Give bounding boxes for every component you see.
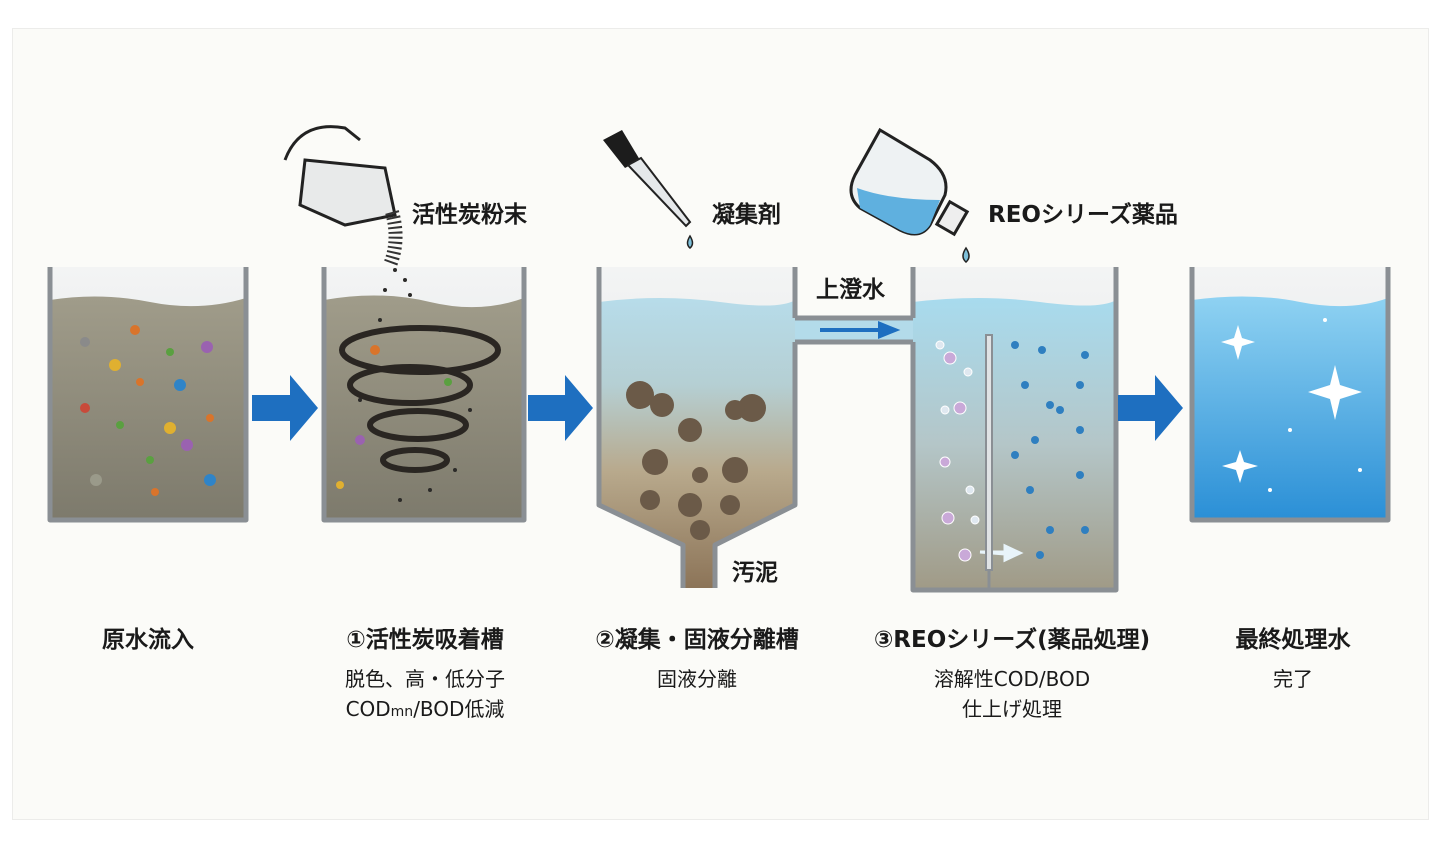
supernatant-pipe: [795, 315, 913, 345]
supernatant-label: 上澄水: [816, 277, 886, 303]
carbon-bag-icon: [283, 125, 403, 268]
reo-treatment-tank: [910, 267, 1119, 593]
final-water-tank: [1189, 267, 1391, 523]
molecule-icons: [935, 340, 980, 562]
stage-desc: 仕上げ処理: [962, 697, 1062, 721]
stage-title: 原水流入: [102, 626, 194, 653]
stage-desc: 完了: [1273, 667, 1313, 691]
stage-activated-carbon: ①活性炭吸着槽 脱色、高・低分子 CODmn/BOD低減: [345, 626, 505, 721]
carbon-powder: [358, 268, 472, 502]
stage-title: ②凝集・固液分離槽: [595, 626, 798, 653]
activated-carbon-label: 活性炭粉末: [412, 202, 528, 228]
dropper-icon: [603, 130, 694, 249]
stage-reo: ③REOシリーズ(薬品処理) 溶解性COD/BOD 仕上げ処理: [874, 626, 1150, 721]
flow-arrow-3: [1118, 375, 1183, 441]
coagulant-label: 凝集剤: [712, 201, 781, 228]
stage-desc: 固液分離: [657, 667, 737, 691]
activated-carbon-tank: [321, 267, 527, 523]
sparkle-icon: [1221, 318, 1362, 492]
stage-title: 最終処理水: [1236, 626, 1352, 653]
sludge-label: 汚泥: [732, 560, 778, 586]
vortex-icon: [339, 325, 501, 473]
stage-desc: 脱色、高・低分子: [345, 667, 505, 691]
stage-desc: CODmn/BOD低減: [346, 697, 505, 721]
reo-particles: [1011, 341, 1089, 559]
stage-desc: 溶解性COD/BOD: [934, 667, 1090, 691]
sludge-flocs: [626, 381, 766, 540]
separation-tank: [596, 267, 798, 588]
chemical-bottle-icon: [849, 127, 970, 293]
flow-arrow-1: [252, 375, 318, 441]
stage-title: ③REOシリーズ(薬品処理): [874, 626, 1150, 653]
raw-water-tank: [47, 267, 249, 523]
stage-final-water: 最終処理水 完了: [1236, 626, 1352, 691]
stage-separation: ②凝集・固液分離槽 固液分離: [595, 626, 798, 691]
pollutant-particles: [80, 325, 216, 496]
stage-title: ①活性炭吸着槽: [346, 626, 503, 653]
reo-chemical-label: REOシリーズ薬品: [988, 201, 1178, 228]
flow-arrow-2: [528, 375, 593, 441]
stage-raw-water: 原水流入: [102, 626, 194, 653]
